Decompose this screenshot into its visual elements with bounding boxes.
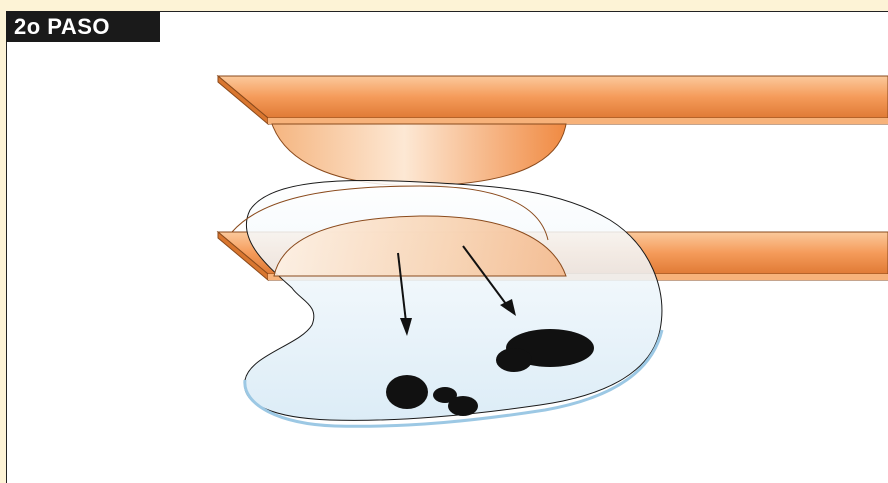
contact-lens-top xyxy=(272,124,566,186)
upper-plate xyxy=(218,76,888,124)
